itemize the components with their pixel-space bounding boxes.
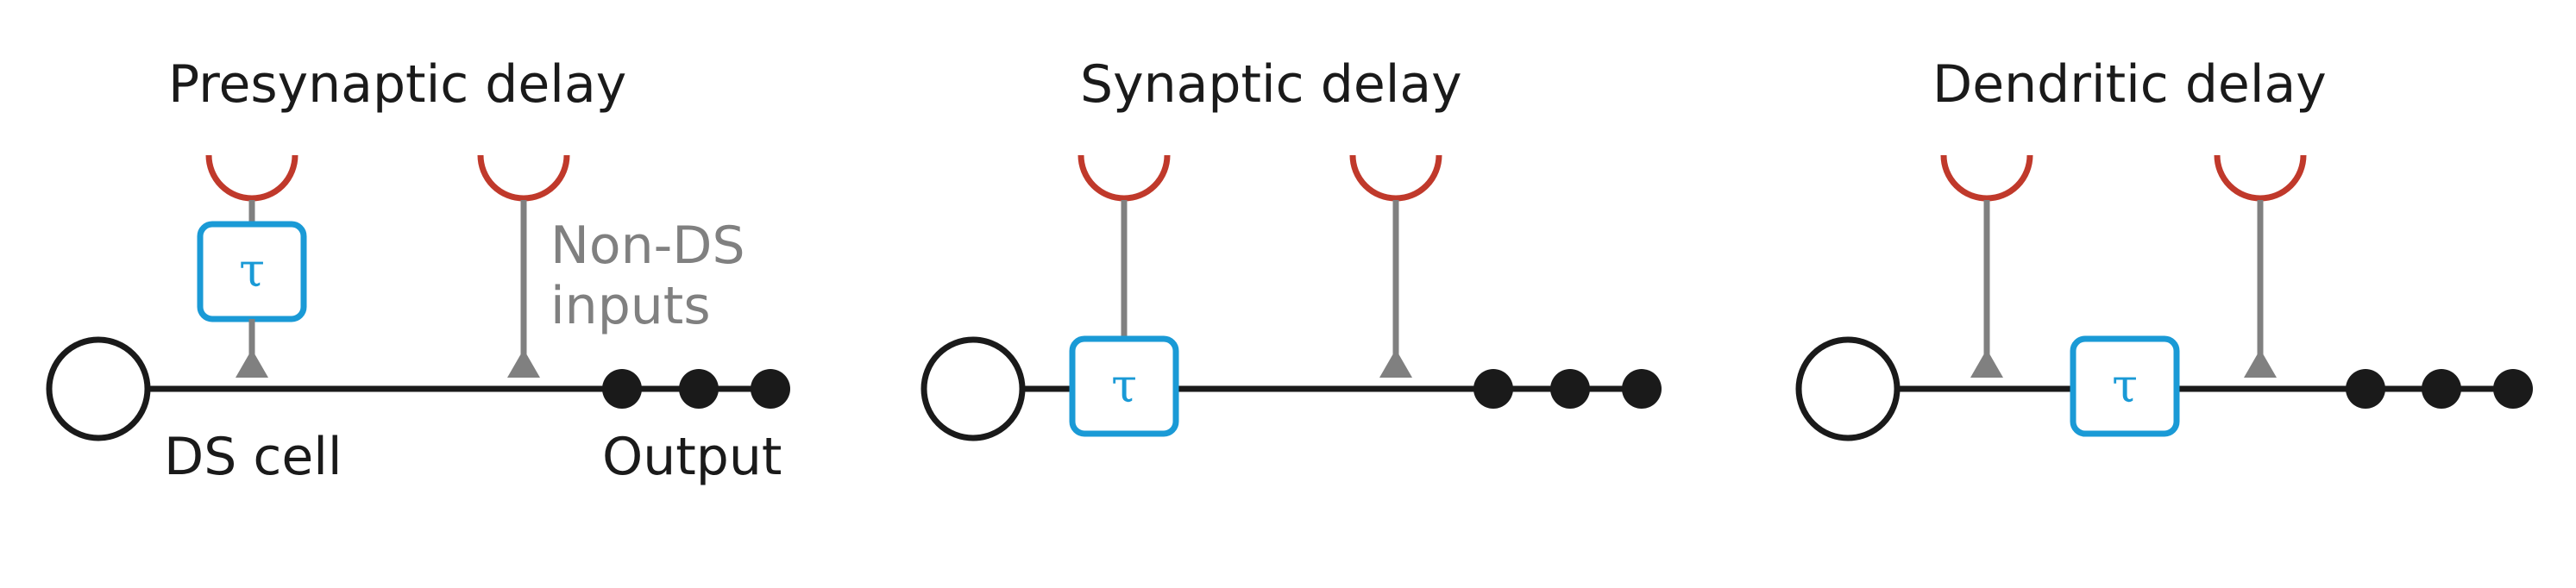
receptor-cup [1940,154,2033,202]
output-dot [751,369,790,409]
delay-box [1069,335,1179,437]
synapse-triangle [507,349,540,378]
panel-title: Presynaptic delay [168,54,626,115]
panel-dendritic-delay: Dendritic delay τ [1795,54,2533,441]
synapse-triangle [2244,349,2277,378]
synapse-triangle [236,349,268,378]
receptor-cup [2214,154,2307,202]
output-dot [2493,369,2533,409]
receptor-cup [205,154,298,202]
output-dot [602,369,642,409]
synapse-triangle [1379,349,1412,378]
output-label: Output [602,427,782,487]
ds-cell-label: DS cell [164,427,342,487]
ds-cell-soma [920,336,1026,441]
non-ds-inputs-label: Non-DS [550,216,745,276]
synapse-triangle [1970,349,2003,378]
tau-symbol: τ [239,243,265,297]
tau-symbol: τ [2112,359,2138,413]
output-dot [1622,369,1662,409]
delayed-input [1940,154,2033,378]
delay-box [2070,335,2180,437]
receptor-cup [1349,154,1442,202]
output-dot [1550,369,1590,409]
receptor-cup [1078,154,1171,202]
panel-title: Synaptic delay [1080,54,1462,115]
non-ds-inputs-label: inputs [550,276,711,336]
panel-presynaptic-delay: Presynaptic delay τ Non-DS inputs DS cel… [46,54,790,487]
delayed-input: τ [197,154,307,378]
non-ds-input [2214,154,2307,378]
output-dot [679,369,719,409]
tau-symbol: τ [1111,359,1137,413]
delayed-input: τ [1069,154,1179,437]
receptor-cup [477,154,570,202]
ds-cell-soma [46,336,151,441]
panel-title: Dendritic delay [1932,54,2327,115]
output-dot [2346,369,2385,409]
panel-synaptic-delay: Synaptic delay τ [920,54,1662,441]
output-dot [1473,369,1513,409]
non-ds-input [477,154,570,378]
ds-cell-soma [1795,336,1901,441]
output-dot [2422,369,2461,409]
non-ds-input [1349,154,1442,378]
